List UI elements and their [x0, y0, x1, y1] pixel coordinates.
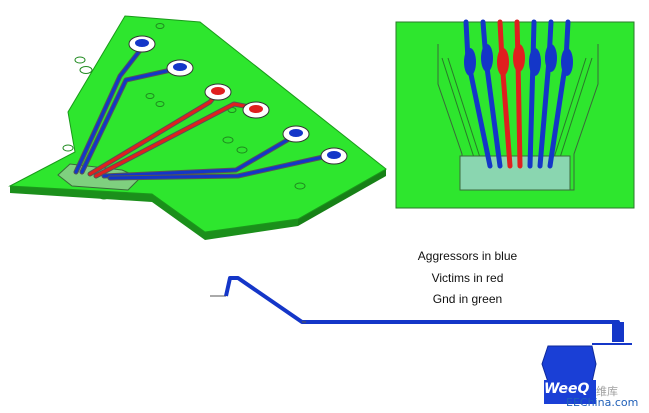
watermark-cn: 维库 [596, 385, 618, 398]
zoom-leads [463, 19, 573, 169]
sma-connector-base [544, 380, 596, 404]
sma-holes [128, 35, 348, 165]
connector-pad [459, 155, 571, 191]
legend-ground: Gnd in green [432, 292, 503, 306]
legend-aggressors: Aggressors in blue [417, 249, 518, 263]
trace-cross-section [210, 276, 632, 404]
board-side-right [298, 169, 386, 226]
watermark: WeeQ 维库 EEChina.com [544, 381, 648, 409]
zoomed-connector-view [395, 19, 635, 209]
side-trace [224, 276, 620, 336]
board-side [10, 186, 298, 240]
legend-victims: Victims in red [431, 271, 504, 285]
watermark-site: EEChina.com [566, 396, 639, 409]
pcb-board-3d [8, 15, 387, 240]
ground-fanouts [441, 57, 593, 171]
watermark-brand: WeeQ [544, 381, 590, 397]
side-connector-block [612, 322, 624, 342]
sma-connector [541, 345, 597, 383]
